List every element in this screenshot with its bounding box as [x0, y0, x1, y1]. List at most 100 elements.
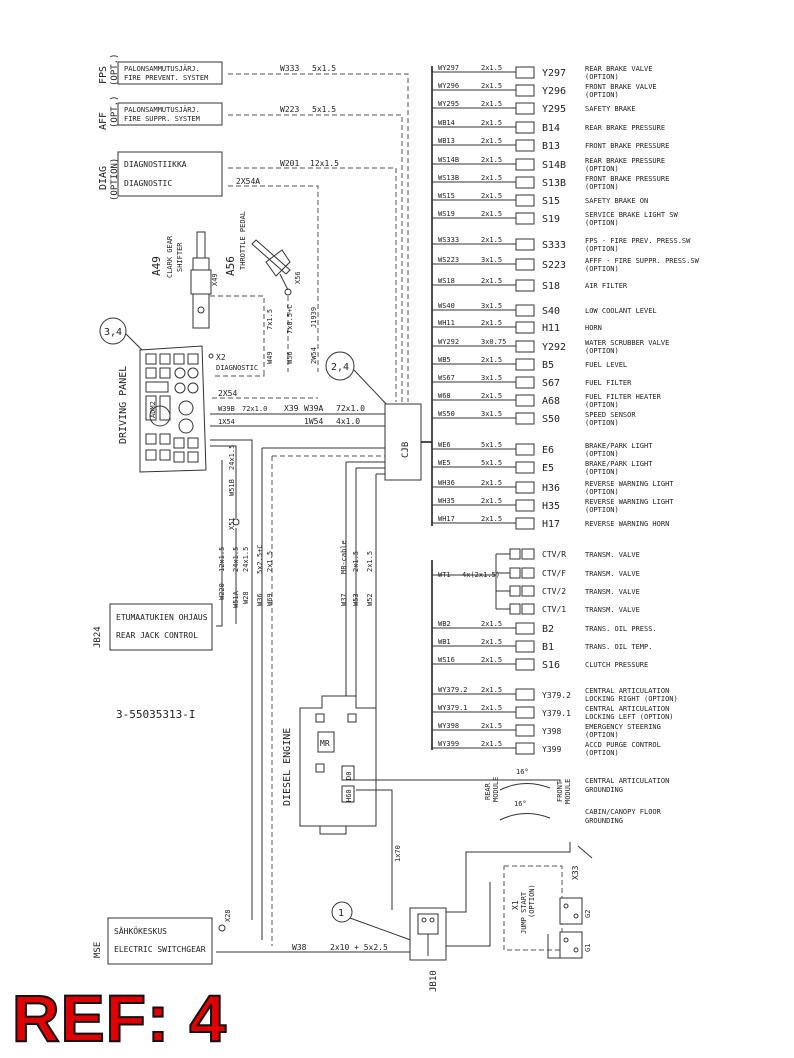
a56-line1: THROTTLE PEDAL	[239, 211, 247, 270]
item-y292-wire: WY292	[438, 338, 459, 346]
item-s18-connector	[515, 279, 535, 292]
ground1-line2: GROUNDING	[585, 786, 623, 794]
vw-label-3: J1939	[310, 307, 318, 328]
callout-2-4: 2,4	[325, 351, 391, 409]
driving-panel: DRIVING PANEL ADM2 X2 DIAGNOSTIC	[118, 345, 258, 473]
item-b2-spec: 2x1.5	[481, 620, 502, 628]
item-s333-connector	[515, 238, 535, 251]
afff-spec: 5x1.5	[312, 105, 336, 114]
item-e5-wire: WE5	[438, 459, 451, 467]
ground2-line2: GROUNDING	[585, 817, 623, 825]
jb24-line1: ETUMAATUKIEN OHJAUS	[116, 613, 208, 622]
item-b1-component: B1	[542, 642, 554, 653]
w37-spec: MB-cable	[340, 540, 348, 574]
battery-g2: G2	[584, 910, 592, 918]
item-s16-component: S16	[542, 660, 560, 671]
afff-wire: W223	[280, 105, 299, 114]
item-h36-component: H36	[542, 483, 560, 494]
x51-wire: X51 W51B 24x1.5	[210, 439, 253, 530]
item-b14-connector	[515, 121, 535, 134]
item-e6-desc: BRAKE/PARK LIGHT	[585, 442, 653, 450]
item-e5-component: E5	[542, 463, 554, 474]
item-y297-desc: REAR BRAKE VALVE	[585, 65, 652, 73]
item-b5-desc: FUEL LEVEL	[585, 361, 627, 369]
item-s13b-wire: WS13B	[438, 174, 459, 182]
ctv-desc-2: TRANSM. VALVE	[585, 588, 640, 596]
w51b-wire: W51B	[228, 479, 236, 496]
item-s333-spec: 2x1.5	[481, 236, 502, 244]
afff-block: PALONSAMMUTUSJÄRJ. FIRE SUPPR. SYSTEM AF…	[98, 95, 403, 402]
item-h36-desc: REVERSE WARNING LIGHT	[585, 480, 674, 488]
diag-wire: W201	[280, 159, 299, 168]
item-e5-desc2: (OPTION)	[585, 468, 619, 476]
fps-line1: PALONSAMMUTUSJÄRJ.	[124, 64, 200, 73]
item-s223-connector	[515, 258, 535, 271]
item-y379-2-wire: WY379.2	[438, 686, 468, 694]
ctv-connector-3	[509, 603, 521, 615]
diag-spec: 12x1.5	[310, 159, 339, 168]
item-s19-desc2: (OPTION)	[585, 219, 619, 227]
drawing-number: 3-55035313-I	[116, 708, 195, 721]
fps-code: FPS	[98, 66, 109, 84]
item-s15-wire: WS15	[438, 192, 455, 200]
item-h11-connector	[515, 321, 535, 334]
item-s15-spec: 2x1.5	[481, 192, 502, 200]
w28-wire: W28	[242, 591, 250, 604]
item-b2-wire: WB2	[438, 620, 451, 628]
ctv-wire: WT1	[438, 571, 451, 579]
diesel-d0: D0	[345, 772, 353, 780]
w52-spec: 2x1.5	[366, 551, 374, 572]
item-b14-desc: REAR BRAKE PRESSURE	[585, 124, 665, 132]
panel-to-cjb-wires: 2X54 W39B 72x1.0 X39 W39A 72x1.0 1X54 1W…	[210, 389, 385, 427]
ctv-component-2: CTV/2	[542, 587, 566, 596]
item-s67-connector	[515, 376, 535, 389]
panel-w39b: W39B	[218, 405, 235, 413]
w220-wire: W220	[218, 583, 226, 600]
item-s333-desc2: (OPTION)	[585, 245, 619, 253]
a49-line2: SHIFTER	[176, 242, 184, 272]
jump-start-label: JUMP START	[520, 891, 528, 934]
item-h35-wire: WH35	[438, 497, 455, 505]
front-module-2: MODULE	[564, 779, 572, 804]
item-e5-spec: 5x1.5	[481, 459, 502, 467]
angle-1: 16°	[516, 768, 529, 776]
w69-wire: W69	[266, 593, 274, 606]
panel-w39a: W39A	[304, 404, 323, 413]
item-y379-2-connector	[515, 688, 535, 701]
callout-1: 1	[331, 901, 417, 943]
item-s14b-component: S14B	[542, 160, 566, 171]
a49-conn: X49	[211, 273, 219, 286]
item-y398-component: Y398	[542, 727, 561, 736]
item-h36-wire: WH36	[438, 479, 455, 487]
panel-1x54: 1X54	[218, 418, 235, 426]
panel-w39b-spec: 72x1.0	[242, 405, 267, 413]
item-s13b-component: S13B	[542, 178, 566, 189]
item-b5-wire: WB5	[438, 356, 451, 364]
battery-g1: G1	[584, 944, 592, 952]
a49-line1: CLARK GEAR	[166, 235, 174, 278]
item-b2-component: B2	[542, 624, 554, 635]
jb10-code: JB10	[429, 970, 439, 992]
w36-wire: W36	[256, 593, 264, 606]
mse-w38: W38	[292, 943, 307, 952]
diag-code2: (OPTION)	[110, 158, 120, 201]
item-s333-wire: WS333	[438, 236, 459, 244]
item-s19-component: S19	[542, 214, 560, 225]
item-b1-wire: WB1	[438, 638, 451, 646]
item-s19-spec: 2x1.5	[481, 210, 502, 218]
item-b13-spec: 2x1.5	[481, 137, 502, 145]
item-b5-spec: 2x1.5	[481, 356, 502, 364]
w36-spec: 5x2.5+C	[256, 544, 264, 574]
item-s18-desc: AIR FILTER	[585, 282, 628, 290]
item-y297-desc2: (OPTION)	[585, 73, 619, 81]
item-a68-connector	[515, 394, 535, 407]
mse-w38-spec: 2x10 + 5x2.5	[330, 943, 388, 952]
item-b14-wire: WB14	[438, 119, 455, 127]
jb10-block: JB10 1x70	[394, 842, 571, 992]
item-y295-spec: 2x1.5	[481, 100, 502, 108]
item-s50-component: S50	[542, 414, 560, 425]
a49-gear-shifter: A49 CLARK GEAR SHIFTER X49	[150, 231, 265, 372]
jump-start-opt: (OPTION)	[528, 884, 536, 918]
mse-block: SÄHKÖKESKUS ELECTRIC SWITCHGEAR MSE X28 …	[93, 909, 410, 965]
